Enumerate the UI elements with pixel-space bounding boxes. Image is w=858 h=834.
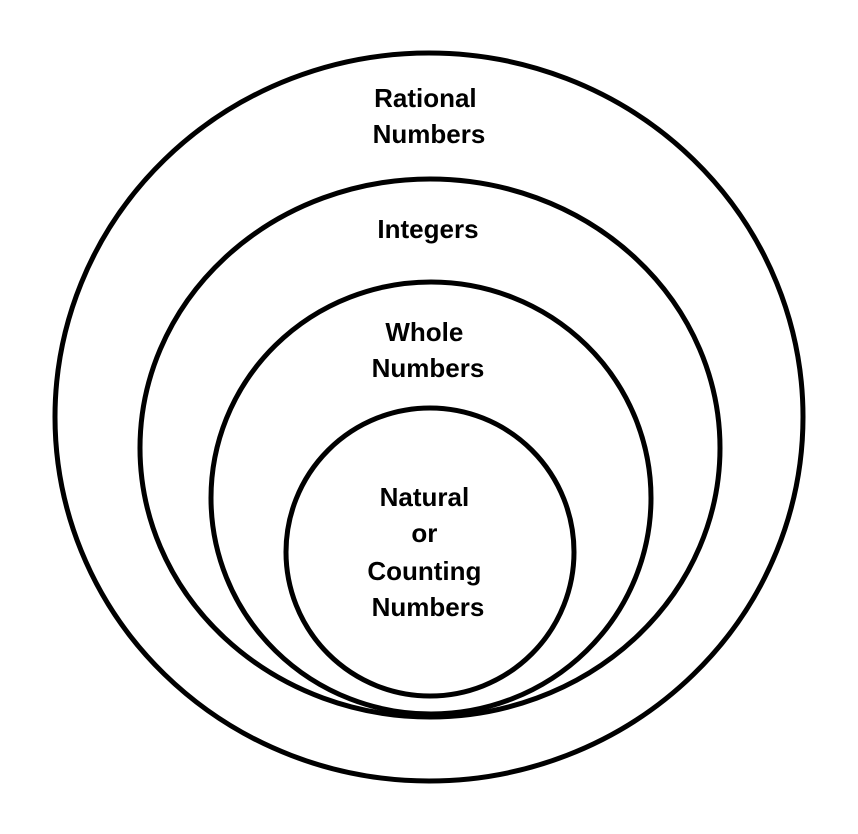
circle-integers — [137, 176, 723, 720]
circle-natural-numbers — [283, 405, 577, 699]
label-natural-line-2: or — [411, 518, 437, 548]
label-natural-line-3: Counting — [367, 556, 481, 586]
set-integers: Integers — [137, 176, 723, 720]
set-whole-numbers: Whole Numbers — [208, 279, 654, 717]
label-natural-line-1: Natural — [380, 482, 470, 512]
label-whole-line-1: Whole — [385, 317, 463, 347]
label-whole-line-2: Numbers — [372, 353, 485, 383]
label-rational-line-1: Rational — [374, 83, 477, 113]
set-rational-numbers: Rational Numbers — [52, 50, 806, 784]
circle-rational-numbers — [52, 50, 806, 784]
label-rational-line-2: Numbers — [373, 119, 486, 149]
label-rational-numbers: Rational Numbers — [373, 83, 486, 149]
set-natural-numbers: Natural or Counting Numbers — [283, 405, 577, 699]
label-natural-numbers: Natural or Counting Numbers — [367, 482, 488, 622]
label-whole-numbers: Whole Numbers — [372, 317, 485, 383]
label-natural-line-4: Numbers — [372, 592, 485, 622]
label-integers-line-1: Integers — [377, 214, 478, 244]
circle-whole-numbers — [208, 279, 654, 717]
label-integers: Integers — [377, 214, 478, 244]
